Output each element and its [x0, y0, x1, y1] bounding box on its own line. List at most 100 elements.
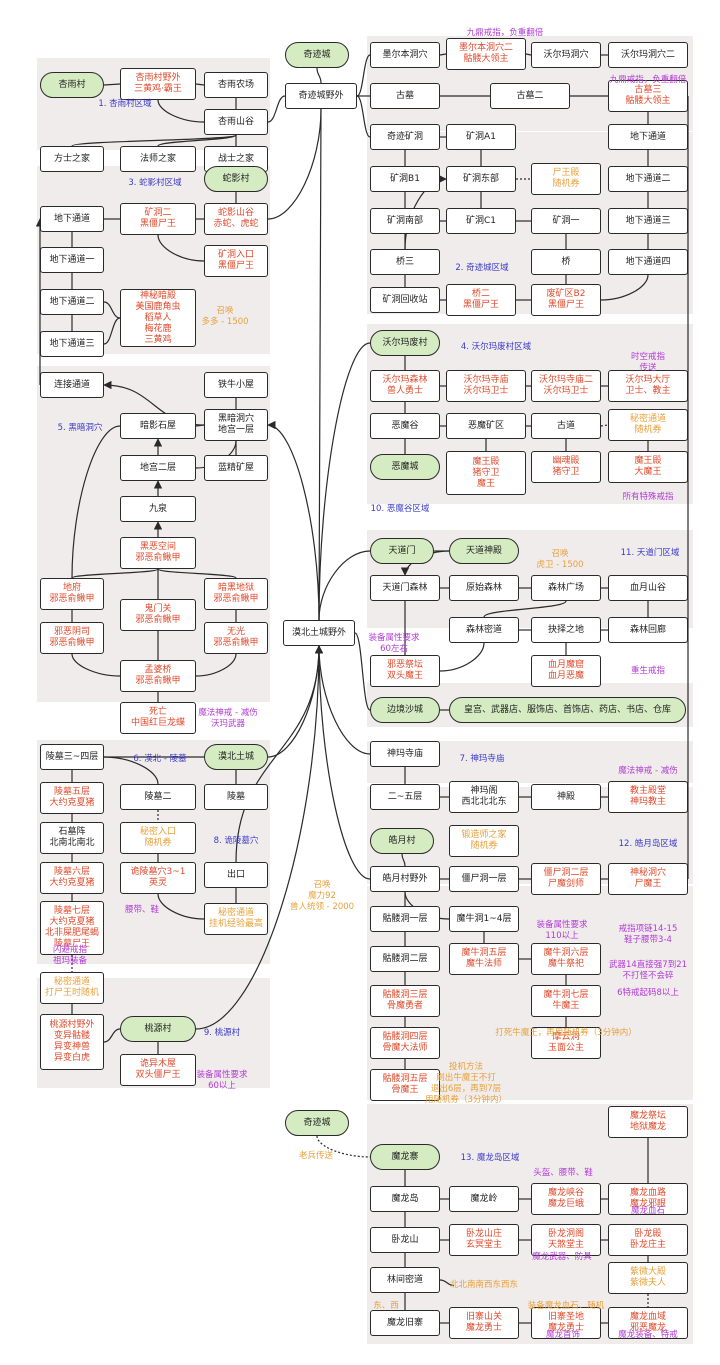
node-label: 魔龙巨蛾: [547, 1199, 584, 1209]
connector-line: [356, 95, 371, 138]
annotation-mofa-wo: 魔法神戒 - 减伤沃玛武器: [198, 708, 257, 730]
connector-line: [71, 568, 159, 579]
node-label: 僵尸洞二层: [543, 868, 589, 878]
node-label: 桥二: [471, 289, 490, 299]
annotation-region10: 10. 恶魔谷区域: [371, 504, 430, 515]
node-label: 魔牛洞六层: [543, 948, 589, 958]
node-lingmu: 陵墓: [204, 784, 268, 810]
node-label: 玄冥堂主: [465, 1240, 502, 1250]
connector-line: [318, 645, 371, 880]
node-wolong-dd: 卧龙洞阁天煞堂主: [531, 1224, 601, 1256]
node-difu: 地府邪恶俞鳅甲: [40, 578, 104, 610]
node-label: 魔牛祭祀: [547, 959, 584, 969]
node-mimi1: 秘密通道随机券: [608, 409, 688, 441]
node-label: 邪恶俞鳅甲: [213, 638, 259, 648]
node-shendian: 神殿: [531, 784, 601, 810]
node-label: 骷髅洞一层: [382, 913, 428, 924]
node-label: 黑僵尸王: [217, 261, 254, 271]
connector-line: [103, 317, 121, 345]
node-label: 地下通道三: [49, 338, 95, 349]
connector-line: [439, 1279, 455, 1287]
node-qiji1: 奇迹城: [285, 42, 349, 68]
annotation-line: 退出6层，再到7层: [430, 1084, 502, 1094]
node-tiandaomen: 天道门: [370, 538, 434, 564]
annotation-line: 魔法神戒 - 减伤: [618, 766, 678, 776]
node-label: 皓月村: [388, 835, 416, 846]
node-sd-dixia2: 地下通道二: [40, 289, 104, 315]
node-label: 卧龙洞阁: [547, 1229, 584, 1239]
annotation-region7: 7. 神玛寺庙: [460, 754, 505, 765]
node-sd-rukou: 矿洞入口黑僵尸王: [204, 245, 268, 277]
node-label: 杏雨村: [58, 79, 86, 90]
connector-line: [316, 1135, 371, 1158]
node-haoyue-ye: 皓月村野外: [370, 866, 440, 892]
annotation-line: 装备属性要求: [196, 1070, 248, 1080]
annotation-line: 所有特殊戒指: [622, 492, 674, 502]
annotation-toukui: 头盔、腰带、鞋: [533, 1168, 593, 1179]
node-label: 魔龙祭坛: [629, 1111, 666, 1121]
connector-line: [195, 424, 205, 427]
annotation-line: 用随机券（3分钟内）: [425, 1095, 507, 1105]
node-senlin-gc: 森林广场: [531, 575, 601, 601]
node-gumu: 古墓: [370, 83, 440, 109]
node-qiao3: 桥三: [370, 249, 440, 275]
connector-line: [356, 54, 371, 97]
connector-line: [318, 342, 371, 621]
node-youling: 幽魂殿猪守卫: [531, 451, 601, 483]
node-label: 沃尔玛洞穴二: [620, 49, 675, 60]
node-xiejitan: 邪恶祭坛双头魔王: [370, 655, 440, 687]
node-anying: 暗影石屋: [120, 413, 196, 439]
connector-line: [439, 53, 447, 56]
node-label: 锻造师之家: [461, 830, 507, 840]
node-label: 恶魔矿区: [467, 420, 504, 431]
node-label: 旧寨山关: [465, 1312, 502, 1322]
connector-line: [103, 301, 121, 319]
node-mengpo: 孟婆桥邪恶俞鳅甲: [120, 660, 196, 692]
connector-line: [103, 1028, 121, 1043]
connector-line: [267, 420, 320, 621]
annotation-line: 沃玛武器: [210, 719, 246, 729]
node-label: 黑僵尸王: [139, 219, 176, 229]
node-label: 漠北土城野外: [291, 627, 346, 638]
node-label: 黑暗洞穴: [217, 414, 254, 424]
node-kuanghui: 矿洞回收站: [370, 287, 440, 313]
node-jiuzhai-sd: 旧寨圣地魔龙勇士: [531, 1307, 601, 1339]
node-shecun: 蛇影村: [204, 166, 268, 192]
node-label: 天道门: [388, 545, 416, 556]
annotation-line: 110以上: [545, 931, 579, 941]
annotation-line: 1. 杏雨村区域: [98, 99, 152, 109]
annotation-line: 7. 神玛寺庙: [459, 754, 505, 764]
node-lianjie: 连接通道: [40, 372, 104, 398]
node-label: 森林回廊: [629, 624, 666, 635]
node-kuanga1: 矿洞A1: [446, 124, 516, 150]
annotation-line: 魔力92: [308, 891, 336, 901]
node-label: 黑僵尸王: [462, 300, 499, 310]
node-label: 杏雨村野外: [135, 73, 181, 83]
node-td-sen: 天道门森林: [370, 575, 440, 601]
annotation-line: 召唤: [216, 306, 234, 316]
node-xueyue: 血月山谷: [608, 575, 688, 601]
annotation-jiuding-top: 九鼎戒指，负重翻倍: [467, 28, 544, 39]
node-kuangdong: 矿洞东部: [446, 166, 516, 192]
node-label: 奇迹矿洞: [386, 131, 423, 142]
annotation-line: 召唤: [313, 880, 331, 890]
annotation-zhaohuan-dd: 召唤多多 - 1500: [201, 306, 248, 328]
node-hanbei-tu: 漠北土城: [204, 744, 268, 770]
node-moniu14: 魔牛洞1~4层: [449, 906, 519, 932]
node-label: 桥三: [395, 256, 414, 267]
node-xinggu: 杏雨山谷: [204, 109, 268, 135]
node-label: 邪恶俞鳅甲: [49, 594, 95, 604]
annotation-line: 60左右: [380, 644, 408, 654]
annotation-line: 鞋子腰带3-4: [624, 935, 672, 945]
node-kuangc1: 矿洞C1: [446, 208, 516, 234]
node-label: 魔龙邪眼: [629, 1199, 666, 1209]
node-wolong-sz: 卧龙山庄玄冥堂主: [449, 1224, 519, 1256]
node-label: 僵尸洞一层: [461, 873, 507, 884]
node-dixia1: 地下通道: [608, 124, 688, 150]
annotation-dasi: 打死牛魔王，再用随机券（3分钟内）: [495, 1028, 636, 1039]
connector-line: [483, 600, 567, 618]
connector-line: [235, 645, 324, 863]
node-label: 紫微大殿: [629, 1267, 666, 1277]
node-label: 魔王殿: [472, 456, 500, 467]
